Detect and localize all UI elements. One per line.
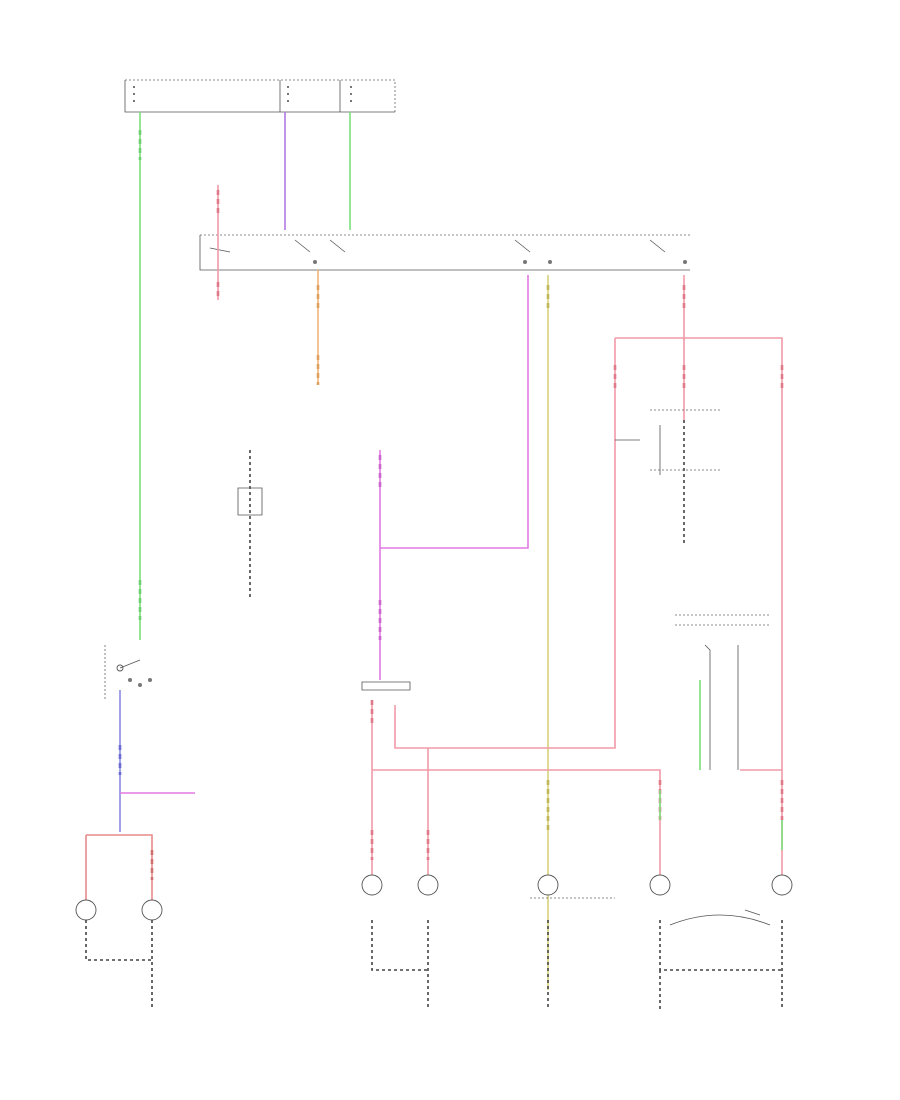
lamp-mid-1 [361, 874, 383, 896]
lamp-center [537, 874, 559, 896]
wire-red-bottom [370, 700, 784, 880]
wire-green-right [659, 680, 783, 850]
lamps [75, 874, 793, 921]
lamp-right-2 [771, 874, 793, 896]
combination-switch [104, 645, 152, 700]
lamp-left-2 [141, 899, 163, 921]
hazard-module [361, 681, 411, 691]
headlight-switch-box [199, 234, 690, 271]
trailer-connector [675, 614, 770, 770]
ground-junction [669, 909, 771, 926]
relay-left [237, 487, 263, 516]
lamp-right-1 [649, 874, 671, 896]
wire-magenta [378, 275, 529, 680]
fuse-box-top [124, 79, 396, 113]
lamp-mid-2 [417, 874, 439, 896]
wire-red-right [394, 275, 784, 770]
fuse-terminals [133, 86, 352, 102]
lamp-left-1 [75, 899, 97, 921]
ground-wires [85, 420, 783, 1010]
fuse-right [615, 409, 720, 475]
wire-blue [118, 690, 195, 832]
wire-red-left-lamps [85, 834, 154, 900]
